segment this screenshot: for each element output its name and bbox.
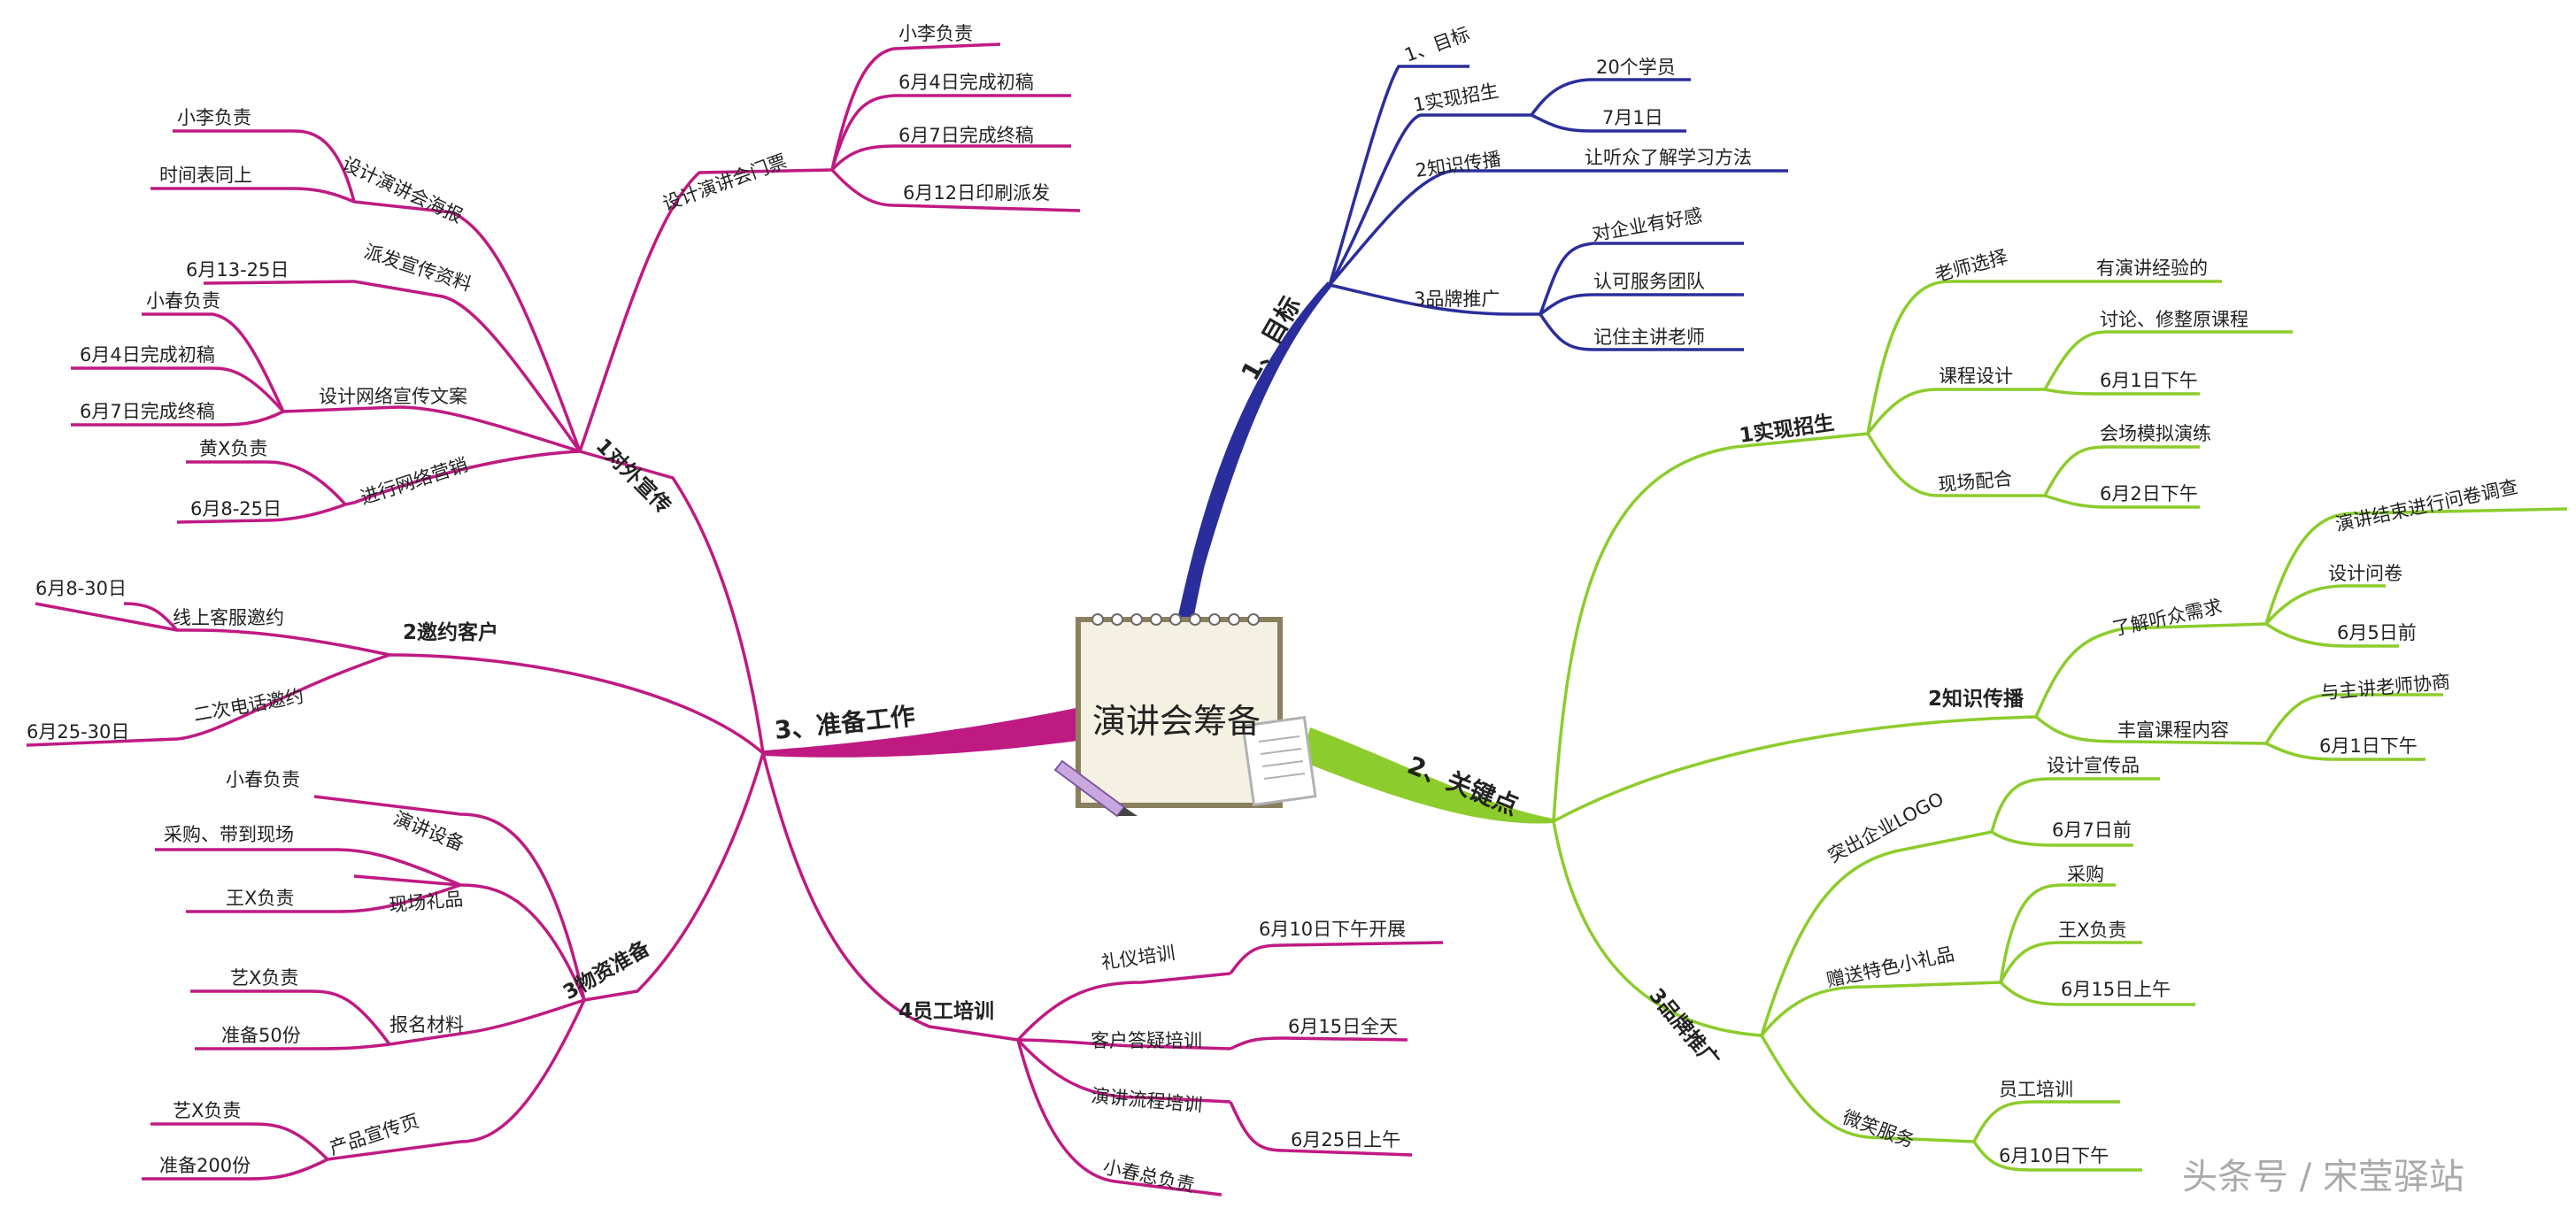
- keypoints-leaf-purchase[interactable]: 采购: [2067, 864, 2104, 885]
- goals-leaf-lecturer[interactable]: 记住主讲老师: [1593, 327, 1705, 348]
- prep-online-invite[interactable]: 线上客服邀约: [173, 607, 284, 628]
- keypoints-leaf-wangx[interactable]: 王X负责: [2058, 920, 2126, 941]
- watermark: 头条号 / 宋莹驿站: [2182, 1157, 2464, 1197]
- goals-leaf-july1[interactable]: 7月1日: [1602, 107, 1663, 128]
- keypoints-enrich-content[interactable]: 丰富课程内容: [2117, 720, 2229, 741]
- keypoints-leaf-design-promo[interactable]: 设计宣传品: [2047, 755, 2140, 776]
- prep-qa-training[interactable]: 客户答疑培训: [1091, 1030, 1202, 1051]
- prep-chunx-lead[interactable]: 小春总负责: [1101, 1156, 1197, 1196]
- keypoints-connectors: [1552, 280, 2568, 1172]
- prep-phone-invite[interactable]: 二次电话邀约: [192, 685, 305, 726]
- goals-leaf-20-students[interactable]: 20个学员: [1596, 57, 1676, 78]
- prep-leaf-brochure-200[interactable]: 准备200份: [159, 1155, 251, 1176]
- branch-trunk-keypoints: [1301, 727, 1554, 824]
- keypoints-leaf-june2-pm[interactable]: 6月2日下午: [2100, 483, 2198, 504]
- goals-node-enrollment[interactable]: 1实现招生: [1412, 80, 1500, 116]
- prep-leaf-copy-chunx[interactable]: 小春负责: [146, 290, 220, 312]
- prep-flow-training[interactable]: 演讲流程培训: [1091, 1085, 1204, 1116]
- branch-trunk-goals: [1177, 281, 1330, 620]
- prep-poster-design[interactable]: 设计演讲会海报: [339, 153, 466, 227]
- goals-connectors: [1328, 65, 1788, 351]
- prep-leaf-ticket-lix[interactable]: 小李负责: [899, 23, 973, 44]
- branch-trunk-goals-outline: [1184, 283, 1332, 620]
- keypoints-leaf-design-survey[interactable]: 设计问卷: [2328, 563, 2402, 584]
- keypoints-leaf-before-june7[interactable]: 6月7日前: [2052, 820, 2132, 841]
- goals-leaf-learn-methods[interactable]: 让听众了解学习方法: [1585, 147, 1752, 168]
- spiral-binding: [1091, 613, 1260, 626]
- prep-registration[interactable]: 报名材料: [389, 1014, 464, 1035]
- keypoints-leaf-rehearsal[interactable]: 会场模拟演练: [2100, 423, 2211, 444]
- prep-leaf-brochure-yix[interactable]: 艺X负责: [173, 1100, 241, 1121]
- document-icon: [1241, 715, 1317, 807]
- keypoints-audience-needs[interactable]: 了解听众需求: [2110, 596, 2224, 640]
- keypoints-leaf-before-june5[interactable]: 6月5日前: [2337, 622, 2417, 643]
- prep-leaf-equipment-chunx[interactable]: 小春负责: [226, 769, 300, 790]
- prep-node-training[interactable]: 4员工培训: [899, 999, 994, 1023]
- preparation-connectors: [26, 42, 1444, 1197]
- prep-ticket-design[interactable]: 设计演讲会门票: [660, 150, 790, 215]
- keypoints-leaf-staff-training[interactable]: 员工培训: [1999, 1079, 2073, 1100]
- keypoints-site-support[interactable]: 现场配合: [1937, 468, 2013, 496]
- keypoints-smile-service[interactable]: 微笑服务: [1839, 1106, 1917, 1151]
- keypoints-node-knowledge[interactable]: 2知识传播: [1928, 687, 2025, 711]
- prep-leaf-copy-final[interactable]: 6月7日完成终稿: [80, 401, 215, 422]
- goals-leaf-service-team[interactable]: 认可服务团队: [1593, 271, 1705, 292]
- keypoints-leaf-experienced[interactable]: 有演讲经验的: [2096, 258, 2208, 279]
- prep-leaf-ticket-draft[interactable]: 6月4日完成初稿: [899, 72, 1034, 93]
- keypoints-course-design[interactable]: 课程设计: [1939, 366, 2013, 387]
- keypoints-leaf-june10-pm[interactable]: 6月10日下午: [1999, 1145, 2109, 1166]
- prep-leaf-online-dates[interactable]: 6月8-30日: [35, 578, 127, 599]
- prep-leaf-phone-dates[interactable]: 6月25-30日: [27, 721, 129, 743]
- goals-node-brand[interactable]: 3品牌推广: [1414, 289, 1500, 310]
- prep-leaf-gifts-buy[interactable]: 采购、带到现场: [164, 824, 294, 845]
- prep-leaf-qa-date[interactable]: 6月15日全天: [1288, 1016, 1398, 1037]
- keypoints-leaf-june1-pm[interactable]: 6月1日下午: [2100, 370, 2198, 391]
- keypoints-leaf-revise-course[interactable]: 讨论、修整原课程: [2100, 309, 2248, 330]
- keypoints-leaf-negotiate[interactable]: 与主讲老师协商: [2319, 671, 2451, 704]
- prep-leaf-etiquette-date[interactable]: 6月10日下午开展: [1259, 919, 1406, 940]
- prep-node-materials[interactable]: 3物资准备: [559, 935, 655, 1004]
- goals-leaf-goodwill[interactable]: 对企业有好感: [1591, 204, 1704, 245]
- notepad-icon: [1076, 617, 1283, 808]
- prep-online-marketing[interactable]: 进行网络营销: [358, 454, 470, 509]
- prep-leaf-flow-date[interactable]: 6月25日上午: [1291, 1129, 1400, 1151]
- keypoints-leaf-survey[interactable]: 演讲结束进行问卷调查: [2333, 476, 2519, 535]
- prep-gifts[interactable]: 现场礼品: [388, 889, 464, 916]
- prep-leaf-marketing-dates[interactable]: 6月8-25日: [190, 498, 282, 519]
- goals-node-knowledge[interactable]: 2知识传播: [1414, 149, 1502, 181]
- center-label: 演讲会筹备: [1092, 702, 1261, 741]
- prep-leaf-copy-draft[interactable]: 6月4日完成初稿: [80, 344, 215, 366]
- prep-leaf-ticket-final[interactable]: 6月7日完成终稿: [899, 125, 1034, 146]
- goals-node-target[interactable]: 1、目标: [1402, 23, 1473, 66]
- branch-trunk-preparation: [763, 706, 1084, 758]
- keypoints-teacher-selection[interactable]: 老师选择: [1932, 246, 2009, 286]
- keypoints-leaf-june15-am[interactable]: 6月15日上午: [2061, 979, 2171, 1000]
- prep-node-invite[interactable]: 2邀约客户: [403, 620, 498, 644]
- prep-leaf-ticket-print[interactable]: 6月12日印刷派发: [903, 182, 1050, 204]
- pencil-icon: [1053, 759, 1138, 818]
- prep-leaf-reg-50[interactable]: 准备50份: [221, 1025, 301, 1046]
- prep-leaf-flyer-dates[interactable]: 6月13-25日: [186, 259, 289, 281]
- prep-leaf-reg-yix[interactable]: 艺X负责: [230, 967, 298, 989]
- prep-leaf-poster-lix[interactable]: 小李负责: [177, 107, 251, 128]
- prep-leaf-poster-schedule[interactable]: 时间表同上: [159, 165, 252, 186]
- prep-online-copy[interactable]: 设计网络宣传文案: [319, 386, 467, 407]
- prep-leaf-marketing-huangx[interactable]: 黄X负责: [199, 438, 267, 459]
- center-node[interactable]: 演讲会筹备: [1053, 613, 1317, 818]
- prep-leaf-gifts-wangx[interactable]: 王X负责: [226, 888, 294, 909]
- prep-etiquette[interactable]: 礼仪培训: [1099, 942, 1176, 973]
- keypoints-leaf-june1-pm-2[interactable]: 6月1日下午: [2319, 735, 2418, 757]
